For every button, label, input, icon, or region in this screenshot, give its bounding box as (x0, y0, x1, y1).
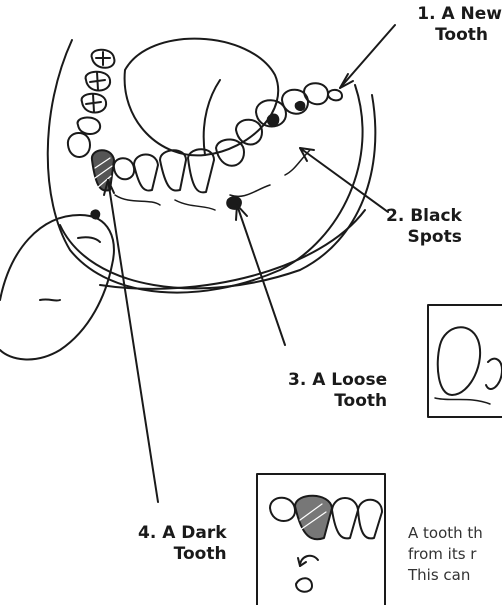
label-loose-tooth: 3. A Loose Tooth (288, 370, 387, 412)
new-tooth-shape (328, 90, 342, 101)
label-black-spots: 2. Black Spots (386, 206, 462, 248)
black-spot (296, 102, 305, 110)
arrow-dark-tooth (108, 180, 158, 502)
tooth (114, 158, 134, 179)
label-black-spots-line1: 2. Black (386, 206, 462, 227)
finger (0, 215, 114, 359)
tooth (160, 150, 186, 190)
label-new-tooth-line2: Tooth (417, 25, 502, 46)
caption-text: A tooth th from its r This can (408, 523, 483, 586)
label-dark-tooth-line2: Tooth (138, 544, 227, 565)
label-dark-tooth: 4. A Dark Tooth (138, 523, 227, 565)
tooth (68, 133, 90, 157)
label-black-spots-line2: Spots (386, 227, 462, 248)
jaw-outline-lower (100, 210, 365, 289)
label-new-tooth: 1. A New Tooth (417, 4, 502, 46)
loose-tooth-speck (91, 210, 99, 218)
jaw-outline (60, 95, 375, 288)
molar (78, 117, 101, 134)
label-dark-tooth-line1: 4. A Dark (138, 523, 227, 544)
arrow-loose-tooth (237, 205, 285, 345)
tooth (134, 154, 158, 190)
caption-line3: This can (408, 565, 483, 586)
molar (304, 83, 328, 104)
tongue (125, 39, 279, 156)
dark-tooth-speck (296, 578, 312, 592)
label-new-tooth-line1: 1. A New (417, 4, 502, 25)
arrow-new-tooth (340, 25, 395, 88)
caption-line1: A tooth th (408, 523, 483, 544)
label-loose-tooth-line1: 3. A Loose (288, 370, 387, 391)
tooth (236, 120, 262, 145)
black-spot (268, 115, 279, 126)
label-loose-tooth-line2: Tooth (288, 391, 387, 412)
dark-tooth-inset (295, 496, 332, 540)
caption-line2: from its r (408, 544, 483, 565)
